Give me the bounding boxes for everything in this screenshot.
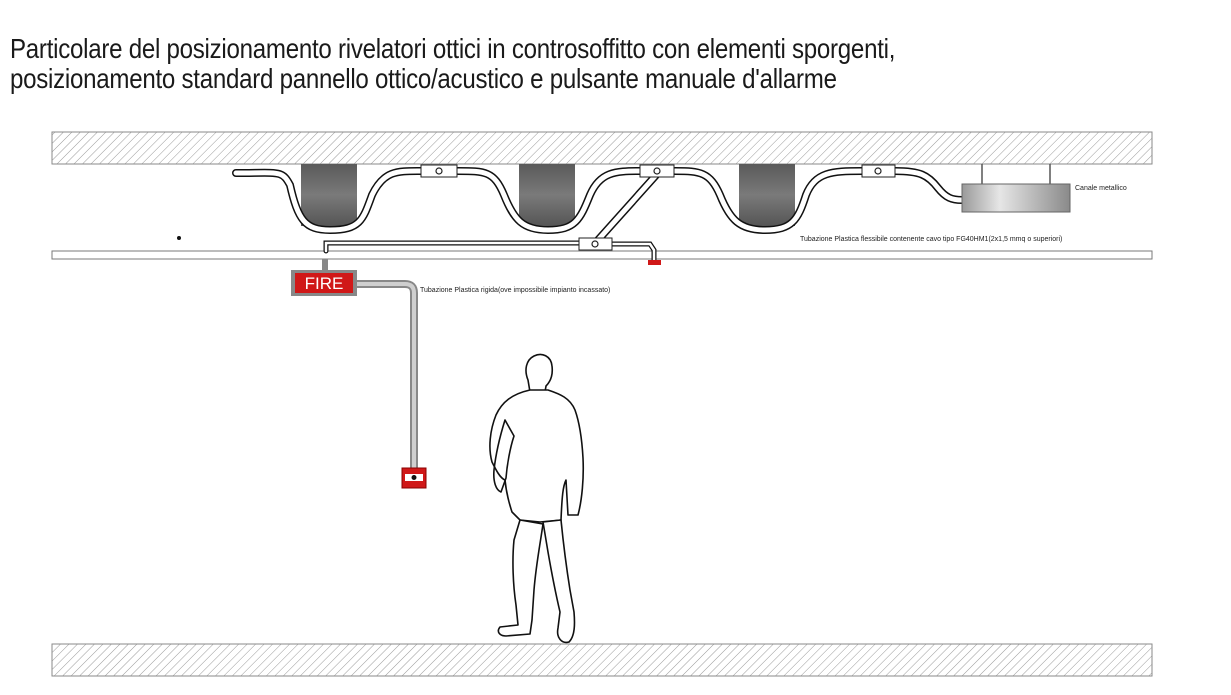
junction-box-3 xyxy=(861,164,896,178)
label-rigida: Tubazione Plastica rigida(ove impossibil… xyxy=(420,287,610,294)
title-line-2: posizionamento standard pannello ottico/… xyxy=(10,63,837,94)
fire-panel: FIRE xyxy=(291,259,357,296)
junction-box-1 xyxy=(420,164,458,178)
beam-2 xyxy=(519,164,575,226)
drawing-title: Particolare del posizionamento rivelator… xyxy=(10,34,895,94)
fire-panel-label: FIRE xyxy=(305,274,344,293)
false-ceiling xyxy=(51,250,1153,260)
label-canale: Canale metallico xyxy=(1075,185,1127,192)
rigid-conduit xyxy=(357,280,418,470)
title-line-1: Particolare del posizionamento rivelator… xyxy=(10,33,896,64)
metal-duct xyxy=(961,164,1071,213)
flexible-conduit xyxy=(232,166,966,265)
ceiling-slab xyxy=(51,131,1153,165)
beam-3 xyxy=(739,164,795,226)
beam-1 xyxy=(301,164,357,226)
person-figure xyxy=(489,353,585,644)
optical-detector xyxy=(648,260,661,265)
manual-call-point xyxy=(401,467,427,489)
junction-box-4 xyxy=(578,237,613,251)
dot-mark xyxy=(177,236,181,240)
junction-box-2 xyxy=(639,164,675,178)
label-flessibile: Tubazione Plastica flessibile contenente… xyxy=(800,236,1062,243)
floor-slab xyxy=(51,643,1153,677)
